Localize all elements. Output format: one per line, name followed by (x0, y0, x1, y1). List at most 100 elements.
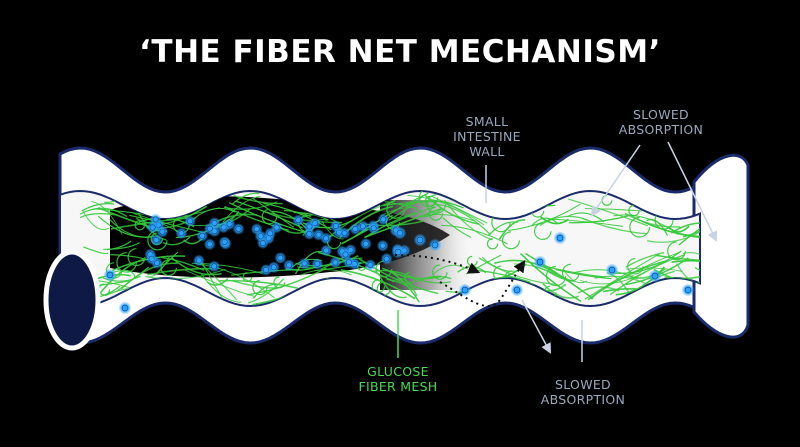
glucose-molecule-core (226, 221, 233, 228)
label-line: ABSORPTION (540, 392, 626, 407)
glucose-molecule-core (149, 224, 156, 231)
fiber-strand (494, 259, 558, 275)
fiber-strand (667, 241, 686, 261)
fiber-strand (668, 225, 690, 233)
fiber-strand (628, 204, 640, 217)
glucose-molecule-core (206, 241, 213, 248)
label-slowed-absorption-top: SLOWED ABSORPTION (606, 107, 716, 137)
fiber-strand (435, 203, 492, 236)
fiber-strand (91, 201, 123, 235)
glucose-molecule-core (178, 230, 185, 237)
fiber-strand (386, 278, 414, 291)
fiber-strand (625, 252, 665, 268)
glucose-molecule-core (195, 257, 202, 264)
fiber-strand (228, 202, 307, 234)
fiber-strand (127, 248, 146, 267)
fiber-strand (498, 219, 526, 240)
glucose-molecule-core (379, 242, 386, 249)
fiber-strand (442, 217, 472, 238)
label-line: SMALL (465, 114, 509, 129)
fiber-strand (441, 224, 508, 245)
fiber-strand (407, 194, 485, 226)
glucose-molecule-core (199, 232, 206, 239)
label-line: INTESTINE (453, 129, 521, 144)
slowed-top-arrow-left (590, 144, 641, 217)
fiber-strand (371, 269, 414, 279)
glucose-molecule-core (651, 272, 659, 280)
glucose-molecule-core (684, 286, 692, 294)
glucose-molecule-core (152, 216, 159, 223)
glucose-molecule-core (396, 229, 404, 237)
fiber-strand (629, 216, 650, 238)
slowed-top-arrow-right (667, 141, 718, 242)
glucose-molecule-core (121, 304, 129, 312)
fiber-strand (233, 195, 283, 205)
fiber-strand (106, 240, 132, 251)
fiber-strand (577, 286, 620, 294)
fiber-strand (387, 206, 434, 227)
glucose-molecule-core (332, 259, 339, 266)
label-line: GLUCOSE (367, 364, 429, 379)
fiber-strand (382, 203, 424, 214)
fiber-strand (545, 265, 567, 287)
fiber-strand (432, 264, 465, 275)
glucose-molecule-core (301, 260, 308, 267)
fiber-strand (646, 218, 669, 237)
glucose-molecule-core (277, 254, 284, 261)
glucose-molecule-core (154, 260, 161, 267)
fiber-strand (612, 250, 682, 274)
fiber-strand (375, 260, 393, 278)
fiber-strand (81, 203, 115, 212)
fiber-strand (682, 252, 700, 269)
glucose-molecule-core (342, 251, 349, 258)
glucose-molecule-core (285, 262, 292, 269)
fiber-strand (423, 214, 475, 222)
fiber-strand (147, 268, 226, 280)
fiber-strand (252, 280, 268, 296)
fiber-strand (161, 256, 205, 271)
fiber-strand (404, 271, 417, 284)
fiber-strand (314, 261, 367, 272)
glucose-molecule-core (362, 240, 369, 247)
glucose-molecule-core (323, 247, 330, 254)
fiber-strand (218, 279, 298, 289)
label-glucose-fiber-mesh: GLUCOSE FIBER MESH (340, 364, 456, 394)
fiber-strand (581, 217, 648, 235)
glucose-molecule-core (394, 248, 402, 256)
fiber-strand (655, 254, 700, 262)
glucose-molecule-core (153, 237, 160, 244)
fiber-strand (364, 211, 417, 238)
fiber-strand (418, 191, 439, 208)
glucose-molecule-core (416, 236, 424, 244)
glucose-molecule-core (431, 241, 439, 249)
glucose-molecules (103, 213, 695, 315)
fiber-strand (428, 206, 444, 221)
fiber-strand (273, 276, 286, 289)
fiber-strand (678, 199, 700, 246)
glucose-molecule-core (106, 271, 114, 279)
fiber-strand (568, 214, 632, 224)
fiber-strand (584, 208, 642, 212)
fiber-strand (147, 267, 214, 276)
glucose-molecule-core (556, 234, 564, 242)
fiber-strand (426, 194, 447, 214)
intestine-end-cap-right (692, 153, 750, 339)
fiber-strand (525, 252, 594, 300)
glucose-molecule-core (211, 263, 218, 270)
label-line: SLOWED (633, 107, 689, 122)
fiber-strand (584, 253, 660, 300)
fiber-strand (242, 272, 253, 282)
slowed-bottom-arrow-left (521, 299, 551, 354)
glucose-molecule-core (332, 223, 339, 230)
fiber-strand (609, 254, 685, 296)
fiber-strand (566, 212, 605, 223)
fiber-strand (563, 269, 588, 284)
glucose-molecule-core (513, 286, 521, 294)
fiber-strand (382, 267, 420, 303)
fiber-strand (676, 263, 700, 284)
glucose-molecule-core (221, 239, 228, 246)
glucose-molecule-core (380, 216, 387, 223)
glucose-molecule-core (315, 231, 322, 238)
fiber-strand (627, 258, 644, 275)
fiber-strand (670, 222, 700, 234)
